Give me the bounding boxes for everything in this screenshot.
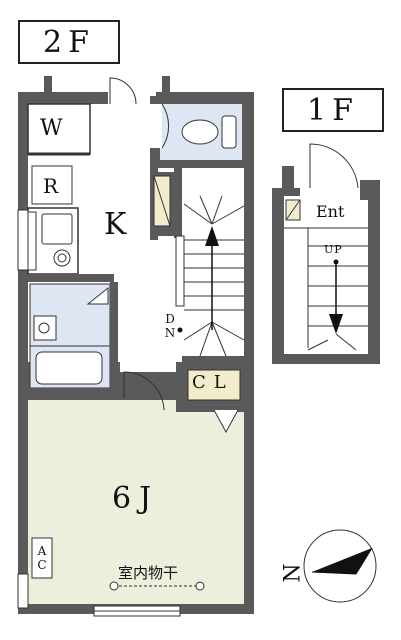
kitchen-counter [27,207,79,275]
lower-floor-plan [272,143,380,364]
kitchen-label: K [104,207,127,242]
fridge-space [31,165,73,205]
entrance-label: Ent [316,202,345,221]
drying-rod [109,581,205,591]
washbasin-area [29,283,111,347]
washer-space [27,103,91,156]
refrigerator-label: R [43,174,59,198]
entry-door-upper [108,77,156,106]
toilet-room [150,96,250,168]
washroom-label: W [40,116,63,141]
main-room-label: 6J [112,481,160,516]
drying-label: 室内物干 [118,564,179,582]
closet [176,362,244,434]
closet-label: CL [192,372,234,393]
aircon-label: AC [37,544,47,572]
stairs-down-label: DN [164,312,176,340]
compass [303,529,377,603]
upper-floor-label: 2F [18,20,120,64]
compass-north-label: N [280,563,306,583]
stairs-up-label: UP [324,243,343,256]
lower-floor-label: 1F [282,88,384,132]
stairs-upper [175,170,245,357]
bathtub [29,345,111,389]
